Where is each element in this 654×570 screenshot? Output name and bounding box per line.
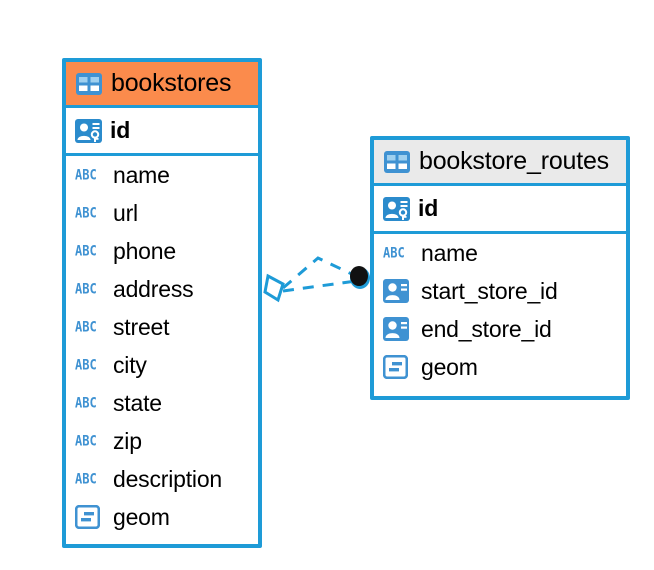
entity-bookstore-routes-header[interactable]: bookstore_routes	[374, 140, 626, 186]
text-type-icon: ABC	[75, 242, 97, 260]
field-row-id[interactable]: id	[374, 186, 626, 231]
field-label-name: name	[113, 161, 170, 188]
field-row-end-store-id[interactable]: end_store_id	[374, 310, 626, 348]
field-row-description[interactable]: ABC description	[66, 460, 258, 498]
text-type-icon: ABC	[75, 204, 97, 222]
field-label-description: description	[113, 465, 223, 492]
foreign-key-icon	[383, 317, 413, 341]
field-row-name[interactable]: ABC name	[374, 234, 626, 272]
table-icon	[384, 150, 410, 173]
field-label-street: street	[113, 313, 170, 340]
foreign-key-icon	[383, 279, 413, 303]
field-label-name: name	[421, 239, 478, 266]
field-row-start-store-id[interactable]: start_store_id	[374, 272, 626, 310]
entity-bookstore-routes-pk-section: id	[374, 186, 626, 234]
primary-key-icon	[383, 196, 410, 222]
field-label-state: state	[113, 389, 162, 416]
entity-bookstore-routes-field-list: ABC name start_store_id	[374, 234, 626, 386]
field-label-city: city	[113, 351, 147, 378]
entity-bookstores-title: bookstores	[111, 69, 232, 97]
geometry-type-icon	[383, 355, 413, 379]
field-label-address: address	[113, 275, 194, 302]
field-label-start-store-id: start_store_id	[421, 277, 558, 304]
text-type-icon: ABC	[75, 432, 97, 450]
text-type-icon: ABC	[383, 244, 405, 262]
text-type-icon: ABC	[75, 470, 97, 488]
field-row-phone[interactable]: ABC phone	[66, 232, 258, 270]
field-label-end-store-id: end_store_id	[421, 315, 552, 342]
entity-bookstores-field-list: ABC name ABC url ABC phone ABC address A…	[66, 156, 258, 536]
field-row-zip[interactable]: ABC zip	[66, 422, 258, 460]
relationship-source-diamond-icon	[263, 273, 285, 303]
entity-bookstores-header[interactable]: bookstores	[66, 62, 258, 108]
field-row-street[interactable]: ABC street	[66, 308, 258, 346]
field-row-address[interactable]: ABC address	[66, 270, 258, 308]
field-label-geom: geom	[113, 503, 170, 530]
text-type-icon: ABC	[75, 318, 97, 336]
relationship-line-end-store[interactable]	[282, 279, 357, 293]
text-type-icon: ABC	[75, 356, 97, 374]
relationship-target-circle-icon	[350, 266, 370, 289]
field-label-id: id	[418, 195, 439, 221]
field-label-geom: geom	[421, 353, 478, 380]
entity-bookstores[interactable]: bookstores id	[62, 58, 262, 548]
field-row-state[interactable]: ABC state	[66, 384, 258, 422]
text-type-icon: ABC	[75, 166, 97, 184]
field-label-url: url	[113, 199, 138, 226]
field-row-name[interactable]: ABC name	[66, 156, 258, 194]
text-type-icon: ABC	[75, 394, 97, 412]
field-row-geom[interactable]: geom	[374, 348, 626, 386]
relationship-line-start-store[interactable]	[282, 256, 359, 290]
field-row-city[interactable]: ABC city	[66, 346, 258, 384]
text-type-icon: ABC	[75, 280, 97, 298]
entity-bookstore-routes[interactable]: bookstore_routes id	[370, 136, 630, 400]
field-label-zip: zip	[113, 427, 142, 454]
field-label-phone: phone	[113, 237, 176, 264]
primary-key-icon	[75, 118, 102, 144]
field-row-id[interactable]: id	[66, 108, 258, 153]
field-row-url[interactable]: ABC url	[66, 194, 258, 232]
field-row-geom[interactable]: geom	[66, 498, 258, 536]
field-label-id: id	[110, 117, 131, 143]
geometry-type-icon	[75, 505, 105, 529]
entity-bookstores-pk-section: id	[66, 108, 258, 156]
entity-bookstore-routes-title: bookstore_routes	[419, 147, 609, 175]
table-icon	[76, 72, 102, 95]
